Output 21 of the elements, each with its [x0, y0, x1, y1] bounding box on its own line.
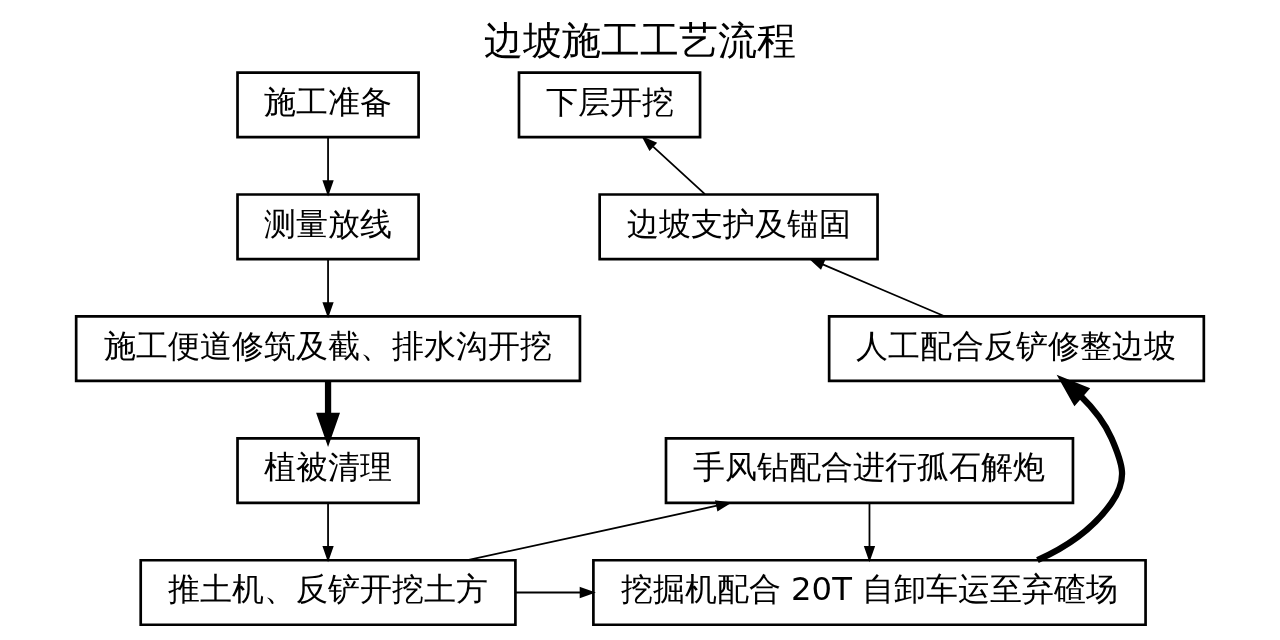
node-box: 测量放线 [236, 193, 420, 261]
arrow [514, 586, 596, 599]
node-box: 施工准备 [236, 71, 420, 139]
diagram-title: 边坡施工工艺流程 [484, 16, 796, 63]
arrow [322, 258, 334, 319]
node-box: 推土机、反铲开挖土方 [139, 558, 517, 627]
arrow [863, 502, 876, 563]
node-box: 挖掘机配合 20T 自卸车运至弃碴场 [592, 558, 1147, 627]
node-box: 边坡支护及锚固 [598, 193, 879, 261]
node-box: 下层开挖 [517, 71, 702, 139]
arrow [322, 136, 334, 197]
arrow [1036, 374, 1126, 563]
arrow [322, 502, 334, 563]
arrow [808, 258, 946, 318]
node-box: 手风钻配合进行孤石解炮 [664, 436, 1075, 505]
arrow [466, 500, 732, 562]
node-box: 施工便道修筑及截、排水沟开挖 [74, 315, 582, 383]
node-box: 植被清理 [236, 436, 420, 505]
node-box: 人工配合反铲修整边坡 [827, 315, 1206, 383]
arrow [641, 135, 706, 195]
arrow [316, 381, 340, 447]
